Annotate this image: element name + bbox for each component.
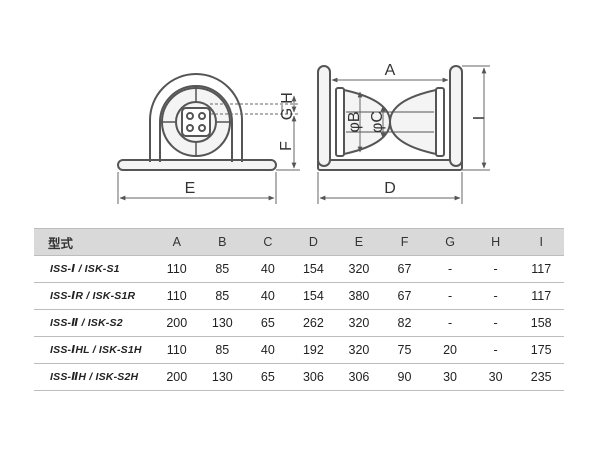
header-h: H (472, 228, 519, 256)
cell-g: 20 (427, 336, 473, 364)
cell-d: 192 (290, 336, 337, 364)
cell-e: 306 (336, 363, 382, 391)
cell-d: 306 (290, 363, 337, 391)
header-f: F (381, 228, 428, 256)
header-a: A (154, 228, 200, 256)
cell-a: 110 (154, 336, 200, 364)
cell-b: 130 (199, 309, 246, 337)
cell-model: ISS-ⅡH / ISK-S2H (34, 363, 154, 391)
dimension-spec-table: 型式 A B C D E F G H I ISS-Ⅰ / ISK-S1 110 … (34, 228, 564, 391)
cell-i: 235 (518, 363, 564, 391)
cell-g: - (427, 309, 473, 337)
cell-f: 82 (381, 309, 428, 337)
side-base-plate (317, 159, 463, 171)
cell-f: 90 (381, 363, 428, 391)
cell-a: 200 (154, 309, 200, 337)
cell-c: 65 (245, 363, 291, 391)
header-e: E (336, 228, 382, 256)
label-i: I (471, 116, 488, 120)
table-row: ISS-ⅡH / ISK-S2H 200 130 65 306 306 90 3… (34, 363, 564, 391)
cell-d: 262 (290, 309, 337, 337)
side-frame-left (317, 65, 331, 167)
label-b: φB (346, 111, 363, 132)
label-e: E (185, 180, 196, 197)
label-f: F (278, 141, 295, 151)
cell-a: 110 (154, 282, 200, 310)
header-g: G (427, 228, 473, 256)
cell-c: 40 (245, 282, 291, 310)
front-outer-frame (149, 73, 243, 162)
cell-h: 30 (472, 363, 519, 391)
table-row: ISS-ⅠHL / ISK-S1H 110 85 40 192 320 75 2… (34, 336, 564, 364)
front-base-plate (117, 159, 277, 171)
cell-h: - (472, 255, 519, 283)
cell-a: 110 (154, 255, 200, 283)
table-row: ISS-ⅠR / ISK-S1R 110 85 40 154 380 67 - … (34, 282, 564, 310)
header-i: I (518, 228, 564, 256)
table-header-row: 型式 A B C D E F G H I (34, 228, 564, 256)
cell-b: 85 (199, 255, 246, 283)
side-frame-right (449, 65, 463, 167)
label-h: H (279, 92, 296, 104)
label-a: A (385, 62, 396, 79)
front-inner-frame (159, 85, 233, 162)
cell-i: 117 (518, 255, 564, 283)
cell-h: - (472, 336, 519, 364)
cell-a: 200 (154, 363, 200, 391)
cell-f: 67 (381, 282, 428, 310)
cell-h: - (472, 309, 519, 337)
side-view (317, 65, 463, 171)
cell-b: 130 (199, 363, 246, 391)
cell-model: ISS-Ⅰ / ISK-S1 (34, 255, 154, 283)
cell-f: 67 (381, 255, 428, 283)
cell-d: 154 (290, 282, 337, 310)
label-g: G (279, 108, 296, 120)
cell-c: 40 (245, 336, 291, 364)
side-roller-spool (337, 89, 443, 155)
cell-i: 175 (518, 336, 564, 364)
cell-e: 320 (336, 255, 382, 283)
table-row: ISS-Ⅱ / ISK-S2 200 130 65 262 320 82 - -… (34, 309, 564, 337)
front-view (117, 73, 277, 171)
cell-c: 65 (245, 309, 291, 337)
label-c: φC (369, 111, 386, 133)
cell-f: 75 (381, 336, 428, 364)
cell-model: ISS-ⅠHL / ISK-S1H (34, 336, 154, 364)
cell-model: ISS-Ⅱ / ISK-S2 (34, 309, 154, 337)
roller-technical-drawing: E F G H A φB φC D I (117, 62, 490, 204)
header-b: B (199, 228, 246, 256)
cell-model: ISS-ⅠR / ISK-S1R (34, 282, 154, 310)
cell-i: 158 (518, 309, 564, 337)
cell-e: 320 (336, 336, 382, 364)
header-model: 型式 (34, 228, 154, 256)
cell-e: 320 (336, 309, 382, 337)
label-d: D (384, 180, 396, 197)
cell-g: 30 (427, 363, 473, 391)
cell-d: 154 (290, 255, 337, 283)
cell-i: 117 (518, 282, 564, 310)
header-d: D (290, 228, 337, 256)
cell-e: 380 (336, 282, 382, 310)
cell-b: 85 (199, 336, 246, 364)
cell-g: - (427, 255, 473, 283)
cell-b: 85 (199, 282, 246, 310)
cell-h: - (472, 282, 519, 310)
cell-c: 40 (245, 255, 291, 283)
cell-g: - (427, 282, 473, 310)
front-axle-nut (181, 107, 211, 137)
header-c: C (245, 228, 291, 256)
table-row: ISS-Ⅰ / ISK-S1 110 85 40 154 320 67 - - … (34, 255, 564, 283)
